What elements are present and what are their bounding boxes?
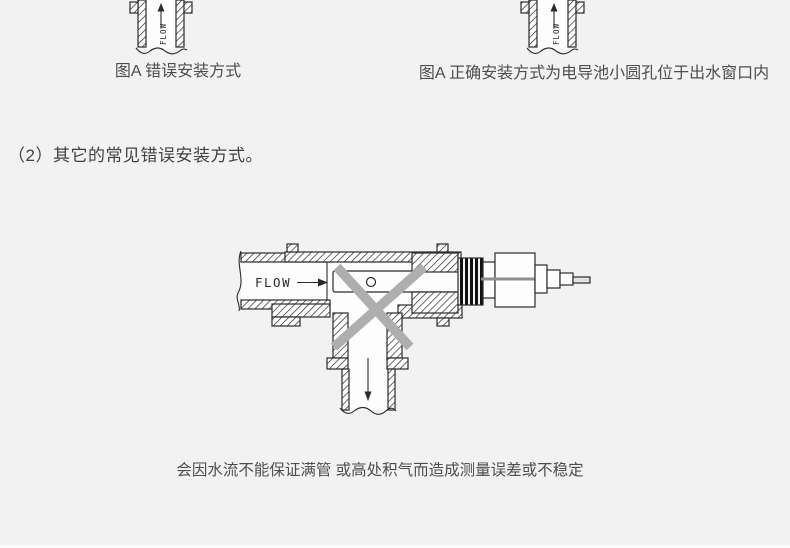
tee-step-bottom-left	[271, 316, 301, 327]
pipe-flange-right	[575, 1, 585, 14]
pipe-wall-left	[137, 0, 147, 48]
down-flow-arrow-icon	[364, 358, 372, 401]
right-flow-arrow-icon	[297, 278, 328, 287]
sensor-hole	[365, 276, 377, 288]
caption-figure-a-correct: 图A 正确安装方式为电导池小圆孔位于出水窗口内	[418, 65, 770, 82]
page-edge-strip	[0, 545, 790, 548]
pipe-wall-right	[387, 368, 396, 411]
tee-wall-top	[284, 251, 462, 263]
pipe-break-wave	[526, 47, 579, 55]
tee-tab-left	[286, 243, 299, 253]
figure-wrong-tee-installation: FLOW	[236, 243, 591, 415]
caption-figure-a-wrong: 图A 错误安装方式	[114, 63, 242, 80]
tee-wall-bottom-left	[271, 303, 331, 318]
pipe-flange-right	[183, 1, 193, 14]
figure-wrong-install-pipe: FLOW	[129, 0, 193, 55]
pipe-break-wave	[135, 47, 188, 55]
boss-lower	[411, 291, 459, 314]
cross-out-x-icon	[330, 263, 428, 351]
sensor-step-3	[559, 272, 574, 286]
sensor-threads	[457, 257, 484, 306]
pipe-break-wave	[236, 250, 242, 312]
sensor-cable-pin	[572, 276, 591, 284]
flow-label: FLOW	[255, 275, 291, 290]
caption-main-figure: 会因水流不能保证满管 或高处积气而造成测量误差或不稳定	[176, 462, 584, 479]
pipe-flange-left	[129, 1, 139, 14]
pipe-wall-right	[175, 0, 185, 48]
sensor-step-2	[546, 269, 561, 289]
section-heading: （2）其它的常见错误安装方式。	[8, 146, 263, 165]
tee-notch-bottom-right	[436, 317, 450, 327]
pipe-flange-left	[520, 1, 530, 14]
socket-flange-left	[326, 357, 349, 370]
sensor-step-1	[534, 264, 548, 294]
up-flow-arrow-icon	[550, 3, 558, 28]
pipe-wall-left	[341, 368, 350, 411]
socket-flange-right	[386, 357, 409, 370]
pipe-break-wave	[339, 406, 397, 415]
figure-correct-install-pipe: FLOW	[520, 0, 585, 55]
pipe-wall-right	[567, 0, 577, 48]
up-flow-arrow-icon	[157, 3, 165, 28]
flow-label: FLOW	[552, 23, 561, 45]
pipe-wall-left	[528, 0, 538, 48]
tee-tab-right	[436, 243, 449, 253]
flow-label: FLOW	[159, 23, 168, 45]
